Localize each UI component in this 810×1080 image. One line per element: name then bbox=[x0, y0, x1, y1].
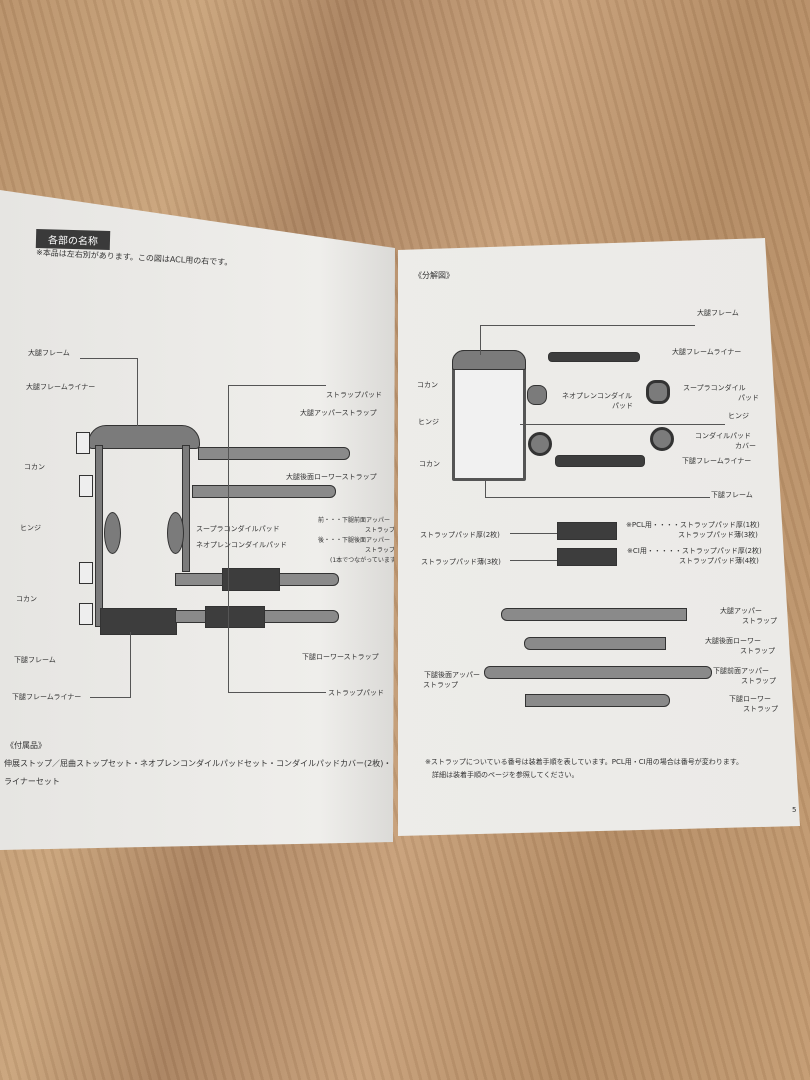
strap-pad-shape bbox=[205, 606, 265, 628]
footnote: 詳細は装着手順のページを参照してください。 bbox=[432, 771, 579, 779]
shin-frame-liner-shape bbox=[555, 455, 645, 467]
condyle-pad-cover-shape bbox=[650, 427, 674, 451]
label-supracondyle-pad: スープラコンダイルパッド bbox=[196, 525, 280, 533]
label-condyle-pad-cover: コンダイルパッド bbox=[695, 432, 751, 440]
footnote: ※ストラップについている番号は装着手順を表しています。PCL用・CI用の場合は番… bbox=[425, 758, 744, 766]
label-shin-frame-liner: 下腿フレームライナー bbox=[682, 457, 752, 465]
thigh-rear-lower-strap-shape bbox=[192, 485, 336, 498]
kokan-shape bbox=[79, 562, 93, 584]
label-kokan: コカン bbox=[16, 595, 37, 603]
label-thigh-upper-strap: ストラップ bbox=[742, 617, 777, 625]
thigh-frame-liner-shape bbox=[548, 352, 640, 362]
label-kokan: コカン bbox=[24, 463, 45, 471]
label-strap-pad-thick: ストラップパッド厚(2枚) bbox=[420, 531, 500, 539]
label-shin-frame: 下腿フレーム bbox=[711, 491, 753, 499]
label-shin-frame: 下腿フレーム bbox=[14, 656, 56, 664]
label-kokan: コカン bbox=[417, 381, 438, 389]
supracondyle-pad-shape bbox=[167, 512, 184, 554]
label-shin-frame-liner: 下腿フレームライナー bbox=[12, 693, 82, 701]
thigh-upper-strap-shape bbox=[501, 608, 687, 621]
label-shin-lower-strap: 下腿ローワー bbox=[729, 695, 771, 703]
label-shin-front-upper-strap: 下腿前面アッパー bbox=[713, 667, 769, 675]
label-supracondyle-pad: パッド bbox=[738, 394, 759, 402]
label-strap-pad-thin: ストラップパッド薄(3枚) bbox=[421, 558, 501, 566]
ci-note: ストラップパッド薄(4枚) bbox=[679, 557, 759, 565]
kokan-shape bbox=[76, 432, 90, 454]
label-hinge: ヒンジ bbox=[728, 412, 749, 420]
ci-note: ※CI用・・・・・ストラップパッド厚(2枚) bbox=[627, 547, 762, 555]
neoprene-pad-shape bbox=[104, 512, 121, 554]
label-thigh-frame: 大腿フレーム bbox=[28, 349, 70, 357]
rear-note: 後・・・下腿後面アッパー bbox=[318, 537, 391, 544]
shin-lower-strap-shape bbox=[525, 694, 670, 707]
label-shin-lower-strap: ストラップ bbox=[743, 705, 778, 713]
accessories-list: ライナーセット bbox=[4, 777, 60, 786]
kokan-shape bbox=[79, 603, 93, 625]
supracondyle-pad-shape bbox=[646, 380, 670, 404]
label-thigh-rear-lower-strap: 大腿後面ローワーストラップ bbox=[286, 473, 377, 481]
thigh-rear-lower-strap-shape bbox=[524, 637, 666, 650]
label-hinge: ヒンジ bbox=[20, 524, 41, 532]
rear-note: ストラップ bbox=[365, 547, 396, 554]
pcl-note: ※PCL用・・・・ストラップパッド厚(1枚) bbox=[626, 521, 760, 529]
pcl-note: ストラップパッド薄(3枚) bbox=[678, 531, 758, 539]
label-neoprene-condyle-pad: ネオプレンコンダイルパッド bbox=[196, 541, 287, 549]
label-neoprene-condyle-pad: パッド bbox=[612, 402, 633, 410]
shin-frame-liner-shape bbox=[100, 608, 177, 635]
label-thigh-frame-liner: 大腿フレームライナー bbox=[26, 383, 96, 391]
front-note: ストラップ bbox=[365, 527, 396, 534]
neoprene-pad-shape bbox=[527, 385, 547, 405]
label-shin-rear-upper-strap: 下腿後面アッパー bbox=[424, 671, 480, 679]
section-title: 《分解図》 bbox=[414, 271, 454, 280]
strap-pad-thick-shape bbox=[557, 522, 617, 540]
label-thigh-rear-lower-strap: ストラップ bbox=[740, 647, 775, 655]
label-neoprene-condyle-pad: ネオプレンコンダイル bbox=[562, 392, 632, 400]
frame-right-bar bbox=[182, 445, 190, 572]
page-number: 5 bbox=[792, 806, 797, 814]
condyle-pad-shape bbox=[528, 432, 552, 456]
label-thigh-frame-liner: 大腿フレームライナー bbox=[672, 348, 742, 356]
thigh-upper-strap-shape bbox=[198, 447, 350, 460]
strap-pad-shape bbox=[222, 568, 280, 591]
label-supracondyle-pad: スープラコンダイル bbox=[683, 384, 746, 392]
frame-left-bar bbox=[95, 445, 103, 627]
label-condyle-pad-cover: カバー bbox=[735, 442, 756, 450]
label-thigh-rear-lower-strap: 大腿後面ローワー bbox=[705, 637, 761, 645]
left-page: 各部の名称 ※本品は左右別があります。この図はACL用の右です。 大腿フレーム … bbox=[0, 190, 399, 850]
label-strap-pad: ストラップパッド bbox=[328, 689, 384, 697]
strap-pad-thin-shape bbox=[557, 548, 617, 566]
front-note: 前・・・下腿前面アッパー bbox=[318, 517, 391, 524]
label-strap-pad: ストラップパッド bbox=[326, 391, 382, 399]
thigh-frame-shape bbox=[452, 350, 526, 370]
label-hinge: ヒンジ bbox=[418, 418, 439, 426]
note: ※本品は左右別があります。この図はACL用の右です。 bbox=[35, 247, 233, 268]
label-kokan: コカン bbox=[419, 460, 440, 468]
label-shin-lower-strap: 下腿ローワーストラップ bbox=[302, 653, 379, 661]
label-thigh-frame: 大腿フレーム bbox=[697, 309, 739, 317]
connected-note: (1本でつながっています) bbox=[330, 557, 399, 564]
label-shin-front-upper-strap: ストラップ bbox=[741, 677, 776, 685]
shin-upper-strap-shape bbox=[484, 666, 712, 679]
label-thigh-upper-strap: 大腿アッパーストラップ bbox=[300, 409, 377, 417]
accessories-list: 伸展ストップ／屈曲ストップセット・ネオプレンコンダイルパッドセット・コンダイルパ… bbox=[4, 759, 392, 768]
accessories-title: 《付属品》 bbox=[6, 741, 46, 750]
kokan-shape bbox=[79, 475, 93, 497]
label-shin-rear-upper-strap: ストラップ bbox=[423, 681, 458, 689]
label-thigh-upper-strap: 大腿アッパー bbox=[720, 607, 762, 615]
